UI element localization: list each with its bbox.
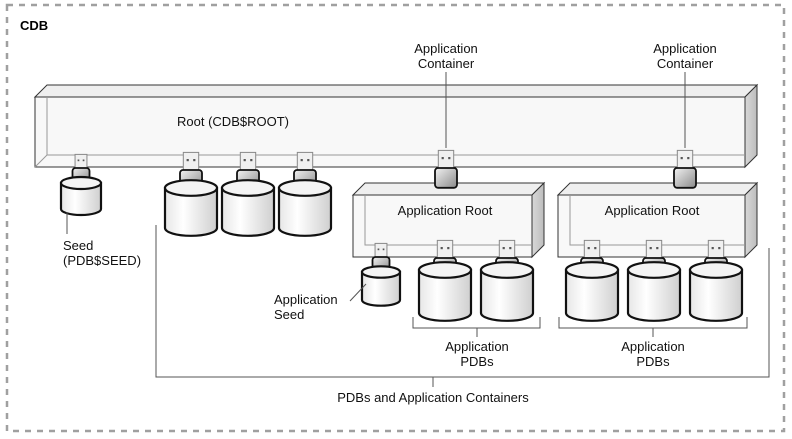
plug-pin	[377, 248, 380, 251]
plug-connector	[437, 149, 455, 169]
cylinder-body	[564, 268, 620, 322]
app-container-1-callout-line2: Container	[418, 56, 475, 71]
pdbs-group-bracket	[155, 225, 770, 378]
cylinder-body	[360, 270, 402, 307]
plug-pin	[711, 247, 714, 250]
app-container-1-callout-line1: Application	[414, 41, 478, 56]
plug-connector	[645, 239, 663, 259]
seed-cylinder-icon	[59, 175, 103, 217]
plug-connector	[436, 239, 454, 259]
app-pdb-cylinder-icon	[564, 261, 620, 322]
cylinder-top	[360, 265, 402, 279]
plug-connector	[374, 242, 388, 258]
pdbs-group-label: PDBs and Application Containers	[337, 390, 529, 405]
plug-connector	[182, 151, 200, 171]
cylinder-top	[417, 261, 473, 279]
cylinder-body	[163, 186, 219, 237]
plug-connector	[707, 239, 725, 259]
app-seed-leader-line	[349, 283, 367, 302]
cylinder-body	[626, 268, 682, 322]
cylinder-body	[417, 268, 473, 322]
app-pdb-cylinder-icon	[479, 261, 535, 322]
cylinder-top	[277, 179, 333, 197]
plug-pin	[77, 159, 80, 162]
plug-pin	[441, 157, 444, 160]
app-root-label-1: Application Root	[398, 203, 493, 218]
cylinder-body	[479, 268, 535, 322]
plug-pin	[307, 159, 310, 162]
cylinder-body	[59, 181, 103, 217]
cylinder-top	[163, 179, 219, 197]
plug-connector	[583, 239, 601, 259]
plug-pin	[718, 247, 721, 250]
app-pdbs-label-2-line1: Application	[621, 339, 685, 354]
cylinder-body	[220, 186, 276, 237]
plug-pin	[447, 247, 450, 250]
cylinder-body	[688, 268, 744, 322]
seed-label-line1: Seed	[63, 238, 93, 253]
plug-connector	[239, 151, 257, 171]
plug-pin	[594, 247, 597, 250]
plug-pin	[649, 247, 652, 250]
cylinder-top	[479, 261, 535, 279]
cdb-border	[5, 3, 786, 433]
plug-connector	[498, 239, 516, 259]
plug-pin	[440, 247, 443, 250]
app-container-2-callout-line2: Container	[657, 56, 714, 71]
plug-pin	[448, 157, 451, 160]
plug-pin	[509, 247, 512, 250]
plug-pin	[502, 247, 505, 250]
plug-connector	[296, 151, 314, 171]
app-root-label-2: Application Root	[605, 203, 700, 218]
app-pdb-cylinder-icon	[417, 261, 473, 322]
plug-pin	[243, 159, 246, 162]
plug-connector	[676, 149, 694, 169]
app-container-2-plug-icon	[673, 149, 697, 189]
plug-pin	[587, 247, 590, 250]
root-container	[33, 83, 759, 169]
app-container-2-callout-line1: Application	[653, 41, 717, 56]
plug-pin	[82, 159, 85, 162]
cylinder-top	[220, 179, 276, 197]
plug-body	[673, 167, 697, 189]
plug-body	[434, 167, 458, 189]
app-pdbs-label-1-line1: Application	[445, 339, 509, 354]
cylinder-top	[59, 175, 103, 191]
cdb-title: CDB	[20, 18, 48, 33]
app-pdb-cylinder-icon	[626, 261, 682, 322]
pdb-cylinder-icon	[277, 179, 333, 237]
cylinder-body	[277, 186, 333, 237]
plug-pin	[680, 157, 683, 160]
plug-connector	[74, 153, 88, 169]
plug-pin	[186, 159, 189, 162]
cylinder-top	[564, 261, 620, 279]
root-label: Root (CDB$ROOT)	[177, 114, 289, 129]
plug-pin	[250, 159, 253, 162]
plug-pin	[656, 247, 659, 250]
cylinder-top	[626, 261, 682, 279]
app-seed-cylinder-icon	[360, 265, 402, 307]
app-seed-label-line1: Application	[274, 292, 338, 307]
seed-label-line2: (PDB$SEED)	[63, 253, 141, 268]
app-seed-label-line2: Seed	[274, 307, 304, 322]
app-pdbs-label-2-line2: PDBs	[636, 354, 670, 369]
cylinder-top	[688, 261, 744, 279]
app-pdb-cylinder-icon	[688, 261, 744, 322]
plug-pin	[687, 157, 690, 160]
pdb-cylinder-icon	[163, 179, 219, 237]
app-container-1-plug-icon	[434, 149, 458, 189]
app-pdbs-label-1-line2: PDBs	[460, 354, 494, 369]
plug-pin	[300, 159, 303, 162]
plug-pin	[193, 159, 196, 162]
plug-pin	[382, 248, 385, 251]
pdb-cylinder-icon	[220, 179, 276, 237]
